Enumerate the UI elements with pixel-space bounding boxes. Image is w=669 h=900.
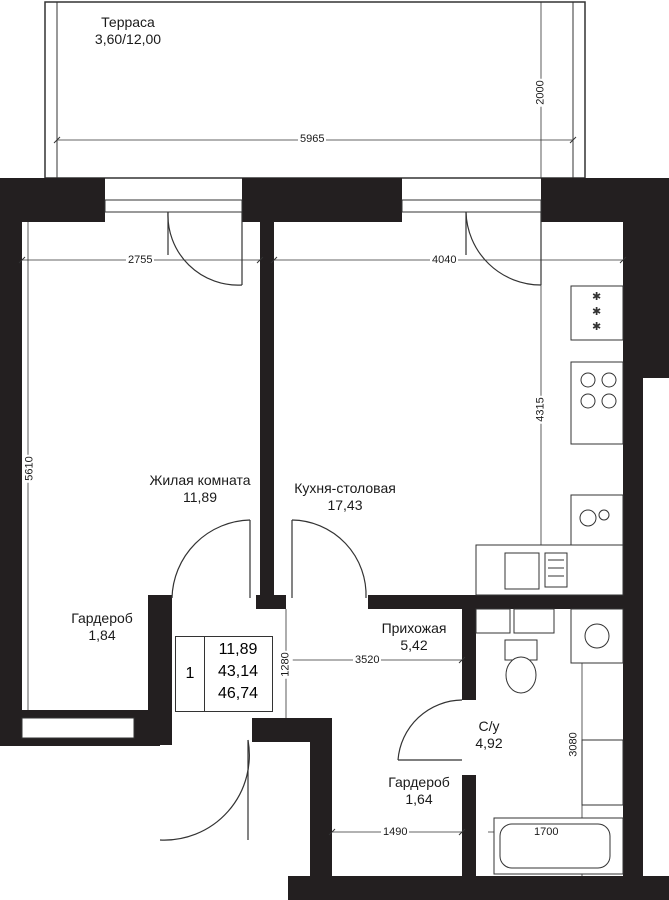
dim-wardrobe-width: 1490	[381, 826, 410, 839]
dim-terrace-width: 5965	[298, 133, 327, 146]
bathroom-name: С/у	[478, 718, 500, 734]
kitchen-label: Кухня-столовая 17,43	[294, 480, 396, 514]
area-values: 11,89 43,14 46,74	[206, 639, 270, 705]
washer-kitchen	[570, 494, 624, 546]
wardrobe2-label: Гардероб 1,64	[388, 774, 450, 808]
hallway-area: 5,42	[400, 637, 428, 653]
dim-living-width: 2755	[126, 254, 155, 267]
kitchen-area: 17,43	[327, 497, 363, 513]
hallway-label: Прихожая 5,42	[382, 620, 447, 654]
hallway-name: Прихожая	[381, 620, 447, 636]
kitchen-name: Кухня-столовая	[294, 480, 396, 496]
living-label: Жилая комната 11,89	[149, 472, 250, 506]
bathroom-area: 4,92	[475, 735, 503, 751]
dim-kitchen-width: 4040	[430, 254, 459, 267]
rooms-count: 1	[176, 637, 205, 711]
svg-text:✱: ✱	[592, 305, 601, 318]
terrace-name: Терраса	[101, 14, 155, 30]
total-with-terrace-value: 46,74	[217, 685, 259, 702]
burner-stars: ✱ ✱ ✱	[592, 290, 601, 333]
washbasin	[581, 739, 624, 806]
total-area-value: 43,14	[217, 663, 259, 680]
terrace-label: Терраса 3,60/12,00	[95, 14, 161, 48]
living-area: 11,89	[183, 489, 217, 505]
bathroom-label: С/у 4,92	[475, 718, 502, 752]
living-name: Жилая комната	[149, 472, 251, 488]
wardrobe1-name: Гардероб	[71, 610, 133, 626]
wardrobe2-name: Гардероб	[388, 774, 450, 790]
window-bottom-left	[21, 717, 135, 739]
walls	[0, 178, 669, 900]
svg-text:✱: ✱	[592, 290, 601, 303]
wardrobe1-label: Гардероб 1,84	[71, 610, 133, 644]
windows-top	[104, 199, 542, 213]
area-summary: 1 11,89 43,14 46,74	[175, 636, 273, 712]
svg-text:✱: ✱	[592, 320, 601, 333]
toilet	[505, 656, 537, 694]
dim-kitchen-length: 4315	[534, 395, 548, 424]
kitchen-fixtures	[475, 285, 624, 596]
wardrobe2-area: 1,64	[405, 791, 433, 807]
dim-bath-length: 3080	[567, 730, 581, 759]
bathroom-fixtures	[475, 608, 624, 875]
doors	[159, 211, 542, 841]
wall-cabinet	[570, 285, 624, 341]
dim-terrace-depth: 2000	[534, 78, 548, 107]
dim-living-length: 5610	[23, 454, 37, 483]
terrace-area: 3,60/12,00	[94, 31, 162, 47]
living-area-value: 11,89	[218, 641, 258, 658]
sink	[504, 552, 540, 590]
dim-hall-width: 3520	[353, 654, 382, 667]
dim-hall-depth: 1280	[279, 650, 293, 679]
wardrobe1-area: 1,84	[88, 627, 116, 643]
dim-bath-width: 1700	[532, 826, 561, 839]
